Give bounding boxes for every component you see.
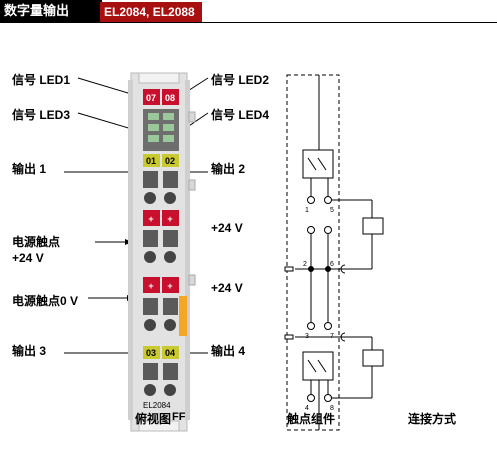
plus-contact-b-left [143, 277, 160, 293]
led-03-text: 03 [146, 348, 156, 358]
orange-tab [179, 296, 187, 336]
terminal-overlay-text: FF [172, 411, 186, 423]
label-output-1: 输出 1 [12, 162, 47, 176]
led-02-text: 02 [165, 156, 175, 166]
connection-wiring [331, 199, 384, 399]
label-led4: 信号 LED4 [211, 108, 270, 122]
label-plus24v-a: +24 V [211, 221, 243, 235]
led-03 [143, 346, 160, 359]
caption-contact-assembly: 触点组件 [287, 412, 336, 426]
label-plus24v-b: +24 V [211, 281, 243, 295]
led-04 [162, 346, 179, 359]
terminal-module [128, 72, 196, 432]
pin-8: 8 [330, 405, 334, 412]
plus-contact-b-right [162, 277, 179, 293]
plus-b-left-text: + [148, 281, 153, 291]
plus-contact-a-right [162, 210, 179, 226]
header-divider [0, 22, 497, 23]
model-header: EL2084, EL2088 [100, 2, 202, 22]
pin-6: 6 [330, 261, 334, 268]
category-header: 数字量输出 [0, 0, 102, 22]
pin-5: 5 [330, 207, 334, 214]
caption-connection: 连接方式 [408, 412, 457, 426]
label-led1: 信号 LED1 [12, 73, 71, 87]
led-07 [143, 89, 160, 105]
plus-a-right-text: + [167, 214, 172, 224]
label-led3: 信号 LED3 [12, 108, 71, 122]
terminal-model-label: EL2084 [143, 401, 171, 410]
label-output-4: 输出 4 [211, 344, 246, 358]
pin-1: 1 [305, 207, 309, 214]
plus-b-right-text: + [167, 281, 172, 291]
led-02 [162, 154, 179, 167]
pin-3: 3 [305, 333, 309, 340]
pin-4: 4 [305, 405, 309, 412]
led-01-text: 01 [146, 156, 156, 166]
led-01 [143, 154, 160, 167]
pin-2: 2 [303, 261, 307, 268]
label-output-3: 输出 3 [12, 344, 47, 358]
plus-contact-a-left [143, 210, 160, 226]
pin-7: 7 [330, 333, 334, 340]
label-power-contact-24v: 电源触点 [12, 235, 61, 249]
plus-a-left-text: + [148, 214, 153, 224]
label-output-2: 输出 2 [211, 162, 246, 176]
label-led2: 信号 LED2 [211, 73, 270, 87]
led-08 [162, 89, 179, 105]
label-power-contact-0v: 电源触点0 V [12, 294, 79, 308]
led-04-text: 04 [165, 348, 175, 358]
contact-assembly-schematic [284, 74, 346, 431]
led-07-text: 07 [146, 93, 156, 103]
caption-front-view: 俯视图 [135, 412, 172, 426]
label-power-contact-24v-value: +24 V [12, 251, 44, 265]
led-08-text: 08 [165, 93, 175, 103]
